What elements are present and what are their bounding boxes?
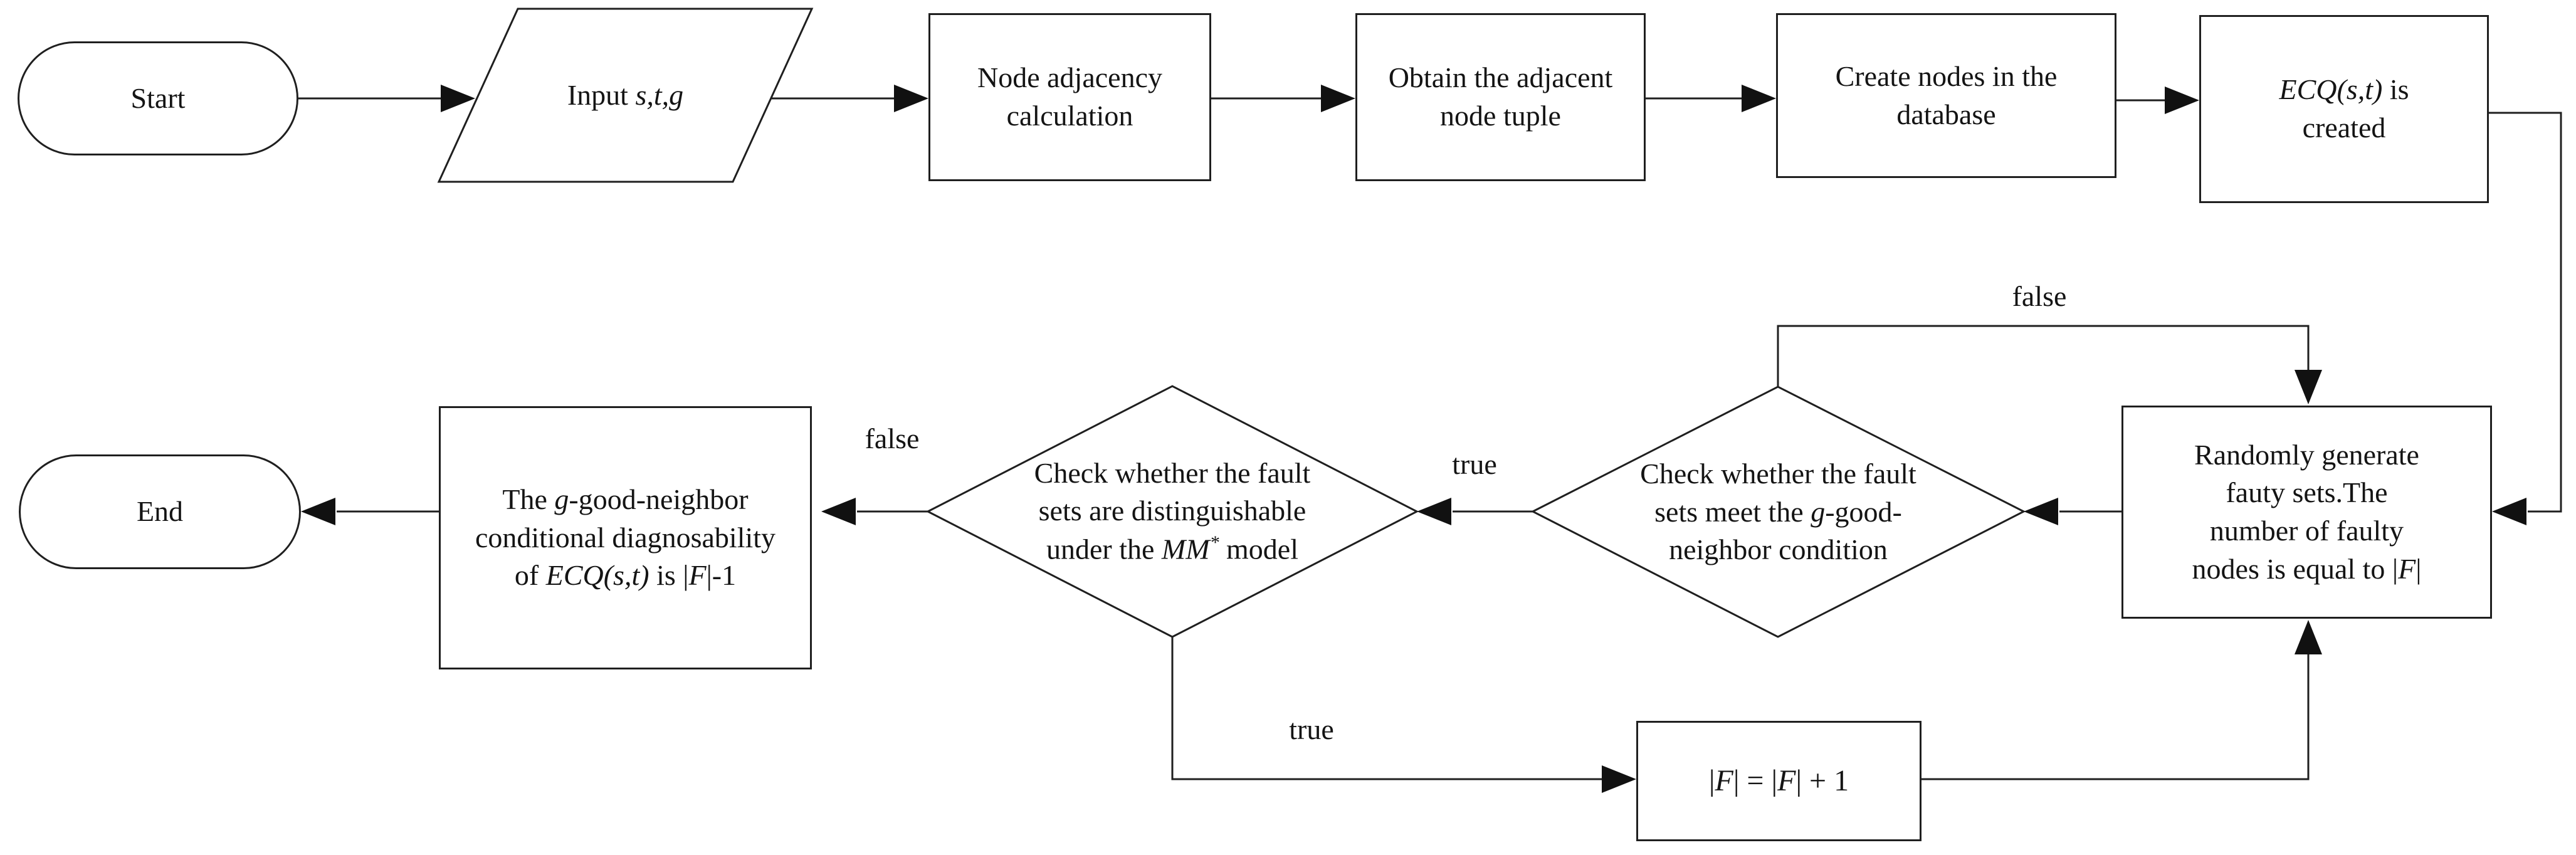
edge-label-false-middle: false — [865, 422, 920, 454]
edge-start-input — [298, 85, 475, 112]
node-meet: Check whether the fault sets meet the g-… — [1533, 387, 2024, 637]
input-label: Input s,t,g — [567, 78, 684, 111]
random-label: Randomly generate fauty sets.The number … — [2192, 438, 2422, 585]
edge-label-false-top: false — [2012, 280, 2067, 312]
obtain-label: Obtain the adjacent node tuple — [1388, 61, 1613, 132]
edge-ecq-random — [2489, 112, 2562, 525]
create-label: Create nodes in the database — [1835, 60, 2058, 130]
edge-label-true-middle: true — [1452, 448, 1497, 480]
edge-label-true-bottom: true — [1289, 713, 1334, 745]
node-increment: |F| = |F| + 1 — [1636, 721, 1921, 841]
result-label: The g-good-neighbor conditional diagnosa… — [475, 483, 776, 592]
edge-obtain-create — [1646, 85, 1776, 112]
increment-label: |F| = |F| + 1 — [1708, 764, 1849, 798]
node-end: End — [19, 454, 301, 569]
node-distinguish: Check whether the fault sets are disting… — [928, 386, 1417, 637]
edge-increment-random — [1921, 620, 2322, 780]
node-obtain: Obtain the adjacent node tuple — [1355, 13, 1646, 181]
node-create: Create nodes in the database — [1776, 13, 2116, 178]
node-ecq: ECQ(s,t) is created — [2199, 15, 2489, 203]
edge-distinguish-increment — [1171, 637, 1636, 793]
distinguish-label: Check whether the fault sets are disting… — [1034, 456, 1311, 565]
edge-meet-distinguish — [1417, 498, 1533, 525]
input-parallelogram-shape — [437, 8, 814, 183]
node-input: Input s,t,g — [439, 9, 812, 182]
edge-create-ecq — [2116, 87, 2199, 114]
end-label: End — [136, 495, 184, 528]
start-label: Start — [130, 81, 186, 114]
meet-label: Check whether the fault sets meet the g-… — [1640, 457, 1916, 566]
edge-input-adjacency — [771, 85, 928, 112]
adjacency-label: Node adjacency calculation — [977, 61, 1162, 132]
node-start: Start — [18, 41, 298, 155]
ecq-label: ECQ(s,t) is created — [2279, 73, 2409, 144]
edge-distinguish-result — [821, 498, 928, 525]
node-random: Randomly generate fauty sets.The number … — [2121, 406, 2492, 619]
edge-random-meet — [2024, 498, 2121, 525]
edge-adjacency-obtain — [1211, 85, 1355, 112]
node-adjacency: Node adjacency calculation — [928, 13, 1211, 181]
edge-meet-false-loop — [1777, 325, 2322, 404]
edge-result-end — [301, 498, 443, 525]
node-result: The g-good-neighbor conditional diagnosa… — [439, 406, 812, 669]
